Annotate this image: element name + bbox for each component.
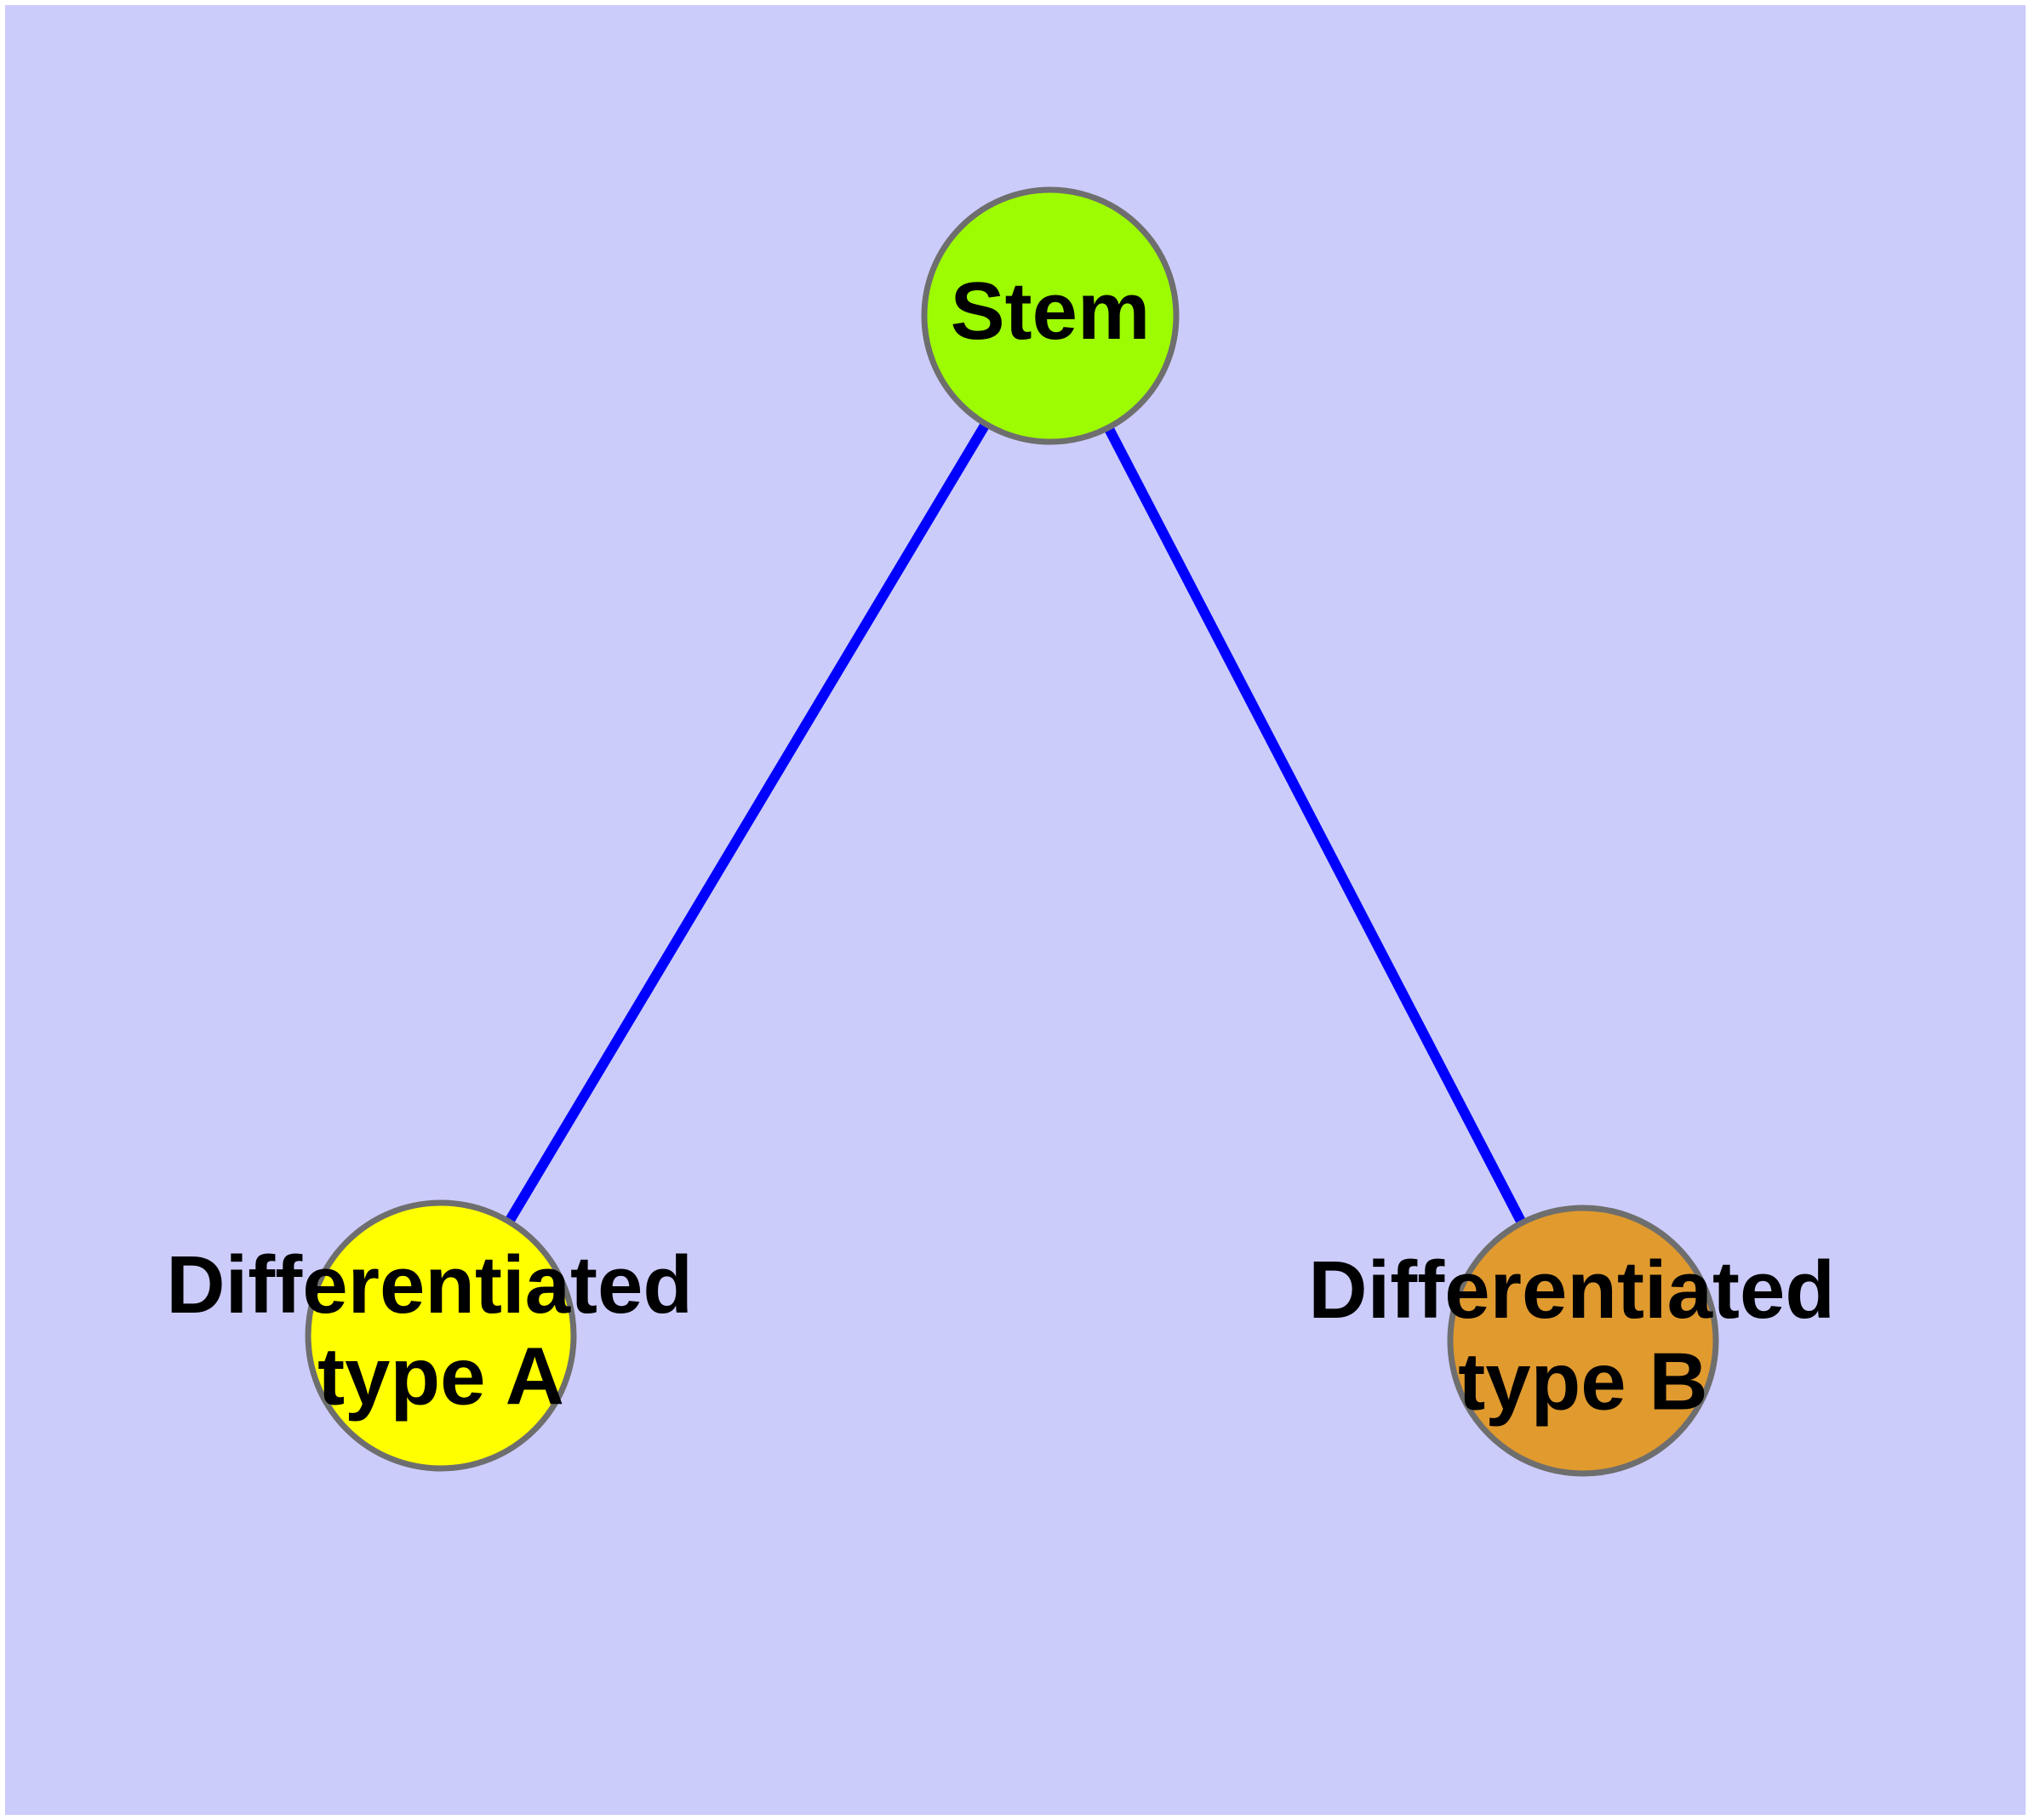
node-layer bbox=[305, 186, 1719, 1477]
node-stem[interactable] bbox=[921, 186, 1180, 445]
node-circle-stem[interactable] bbox=[921, 186, 1180, 445]
edge-stem-to-differentiated-type-b[interactable] bbox=[1045, 313, 1588, 1343]
node-circle-differentiated-type-b[interactable] bbox=[1447, 1205, 1719, 1477]
node-label-stem: Stem bbox=[951, 266, 1151, 357]
label-layer: Differentiated type A Differentiated typ… bbox=[166, 266, 1857, 1428]
node-label-line-a2: type A bbox=[317, 1331, 564, 1422]
node-differentiated-type-a[interactable] bbox=[305, 1199, 577, 1472]
node-differentiated-type-b[interactable] bbox=[1447, 1205, 1719, 1477]
node-label-differentiated-type-b: Differentiated type B bbox=[1308, 1245, 1857, 1428]
node-label-line-stem1: Stem bbox=[951, 266, 1151, 357]
node-label-line-a1: Differentiated bbox=[166, 1240, 693, 1331]
node-label-line-b1: Differentiated bbox=[1308, 1245, 1835, 1336]
node-label-differentiated-type-a: Differentiated type A bbox=[166, 1240, 715, 1423]
node-circle-differentiated-type-a[interactable] bbox=[305, 1199, 577, 1472]
edge-stem-to-differentiated-type-a[interactable] bbox=[436, 312, 1055, 1339]
node-label-line-b2: type B bbox=[1458, 1336, 1707, 1428]
edge-layer bbox=[436, 312, 1588, 1343]
